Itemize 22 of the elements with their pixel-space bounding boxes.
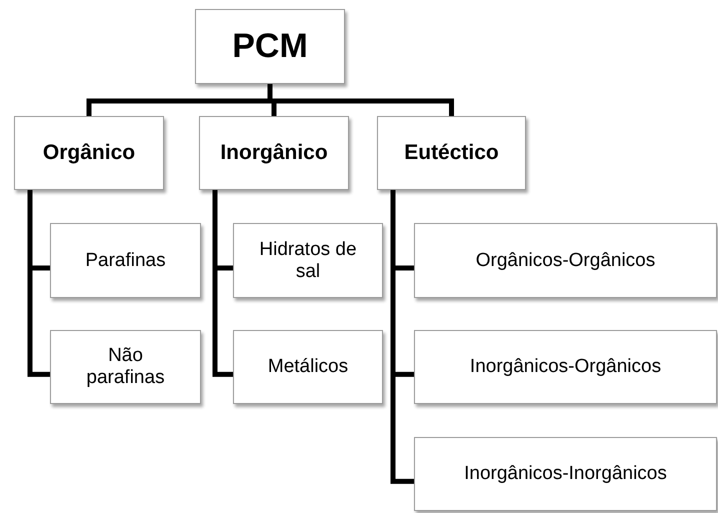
node-label: Eutéctico — [404, 140, 499, 166]
item-box — [50, 223, 201, 298]
node-label: Orgânicos-Orgânicos — [476, 250, 656, 272]
item-box — [414, 437, 717, 511]
item-box — [50, 330, 201, 404]
node-label: Metálicos — [268, 356, 348, 378]
item-box — [233, 223, 383, 298]
node-label: PCM — [232, 26, 308, 66]
root-box — [195, 9, 345, 84]
category-box — [377, 116, 526, 190]
category-box — [199, 116, 349, 190]
category-box — [14, 116, 164, 190]
item-box — [414, 223, 717, 298]
node-label: Inorgânicos-Inorgânicos — [464, 463, 667, 485]
node-label: Orgânico — [42, 140, 136, 166]
node-label: Inorgânicos-Orgânicos — [470, 356, 662, 378]
node-label: Parafinas — [85, 250, 166, 272]
node-label: Não parafinas — [85, 345, 166, 389]
item-box — [414, 330, 717, 404]
node-label: Inorgânico — [220, 140, 328, 166]
node-label: Hidratos de sal — [258, 238, 358, 282]
item-box — [233, 330, 383, 404]
